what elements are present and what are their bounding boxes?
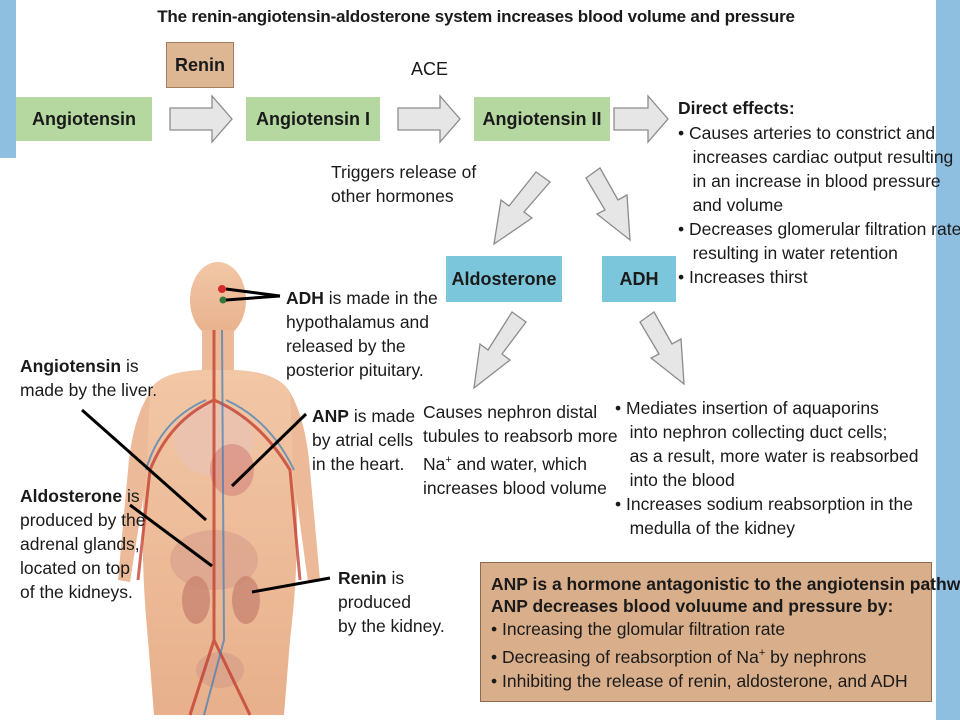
- diagram-title: The renin-angiotensin-aldosterone system…: [157, 7, 795, 26]
- direct-effects-list: • Causes arteries to constrict and incre…: [678, 123, 960, 287]
- arrow-adh-effect: [639, 311, 685, 386]
- renin-box: Renin: [166, 42, 234, 88]
- renin-origin-label: Renin is produced by the kidney.: [338, 568, 445, 636]
- background-right-band: [936, 0, 960, 720]
- arrow-2-to-effects: [613, 94, 669, 144]
- aldosterone-box: Aldosterone: [446, 256, 562, 302]
- anp-origin-label: ANP is made by atrial cells in the heart…: [312, 406, 416, 474]
- angiotensin-1-box: Angiotensin I: [246, 97, 380, 141]
- arrow-1-to-2: [397, 94, 461, 144]
- anp-summary-box: ANP is a hormone antagonistic to the ang…: [480, 562, 960, 702]
- angiotensin-box: Angiotensin: [16, 97, 152, 141]
- anp-summary-item-2: • Decreasing of reabsorption of Na+ by n…: [491, 646, 867, 667]
- arrow-angiotensin-to-1: [169, 94, 233, 144]
- aldosterone-origin-label: Aldosterone is produced by the adrenal g…: [20, 486, 146, 602]
- arrow-to-aldosterone: [493, 171, 551, 246]
- anp-summary-heading-1: ANP is a hormone antagonistic to the ang…: [491, 574, 960, 594]
- arrow-to-adh: [585, 167, 631, 242]
- ace-label: ACE: [411, 59, 449, 79]
- adh-effect-list: • Mediates insertion of aquaporins into …: [615, 398, 919, 538]
- angiotensin-2-box: Angiotensin II: [474, 97, 610, 141]
- human-body-illustration: [118, 262, 320, 716]
- anp-summary-item-1: • Increasing the glomular filtration rat…: [491, 619, 786, 639]
- arrow-aldosterone-effect: [473, 311, 527, 390]
- triggers-text: Triggers release of other hormones: [331, 162, 477, 206]
- anp-summary-item-3: • Inhibiting the release of renin, aldos…: [491, 670, 908, 691]
- aldosterone-effect-text: Causes nephron distal tubules to reabsor…: [423, 402, 618, 498]
- adh-origin-label: ADH is made in the hypothalamus and rele…: [286, 288, 438, 380]
- adh-box: ADH: [602, 256, 676, 302]
- angiotensin-origin-label: Angiotensin is made by the liver.: [20, 356, 158, 400]
- direct-effects-heading: Direct effects:: [678, 98, 795, 118]
- anp-summary-heading-2: ANP decreases blood voluume and pressure…: [491, 596, 894, 616]
